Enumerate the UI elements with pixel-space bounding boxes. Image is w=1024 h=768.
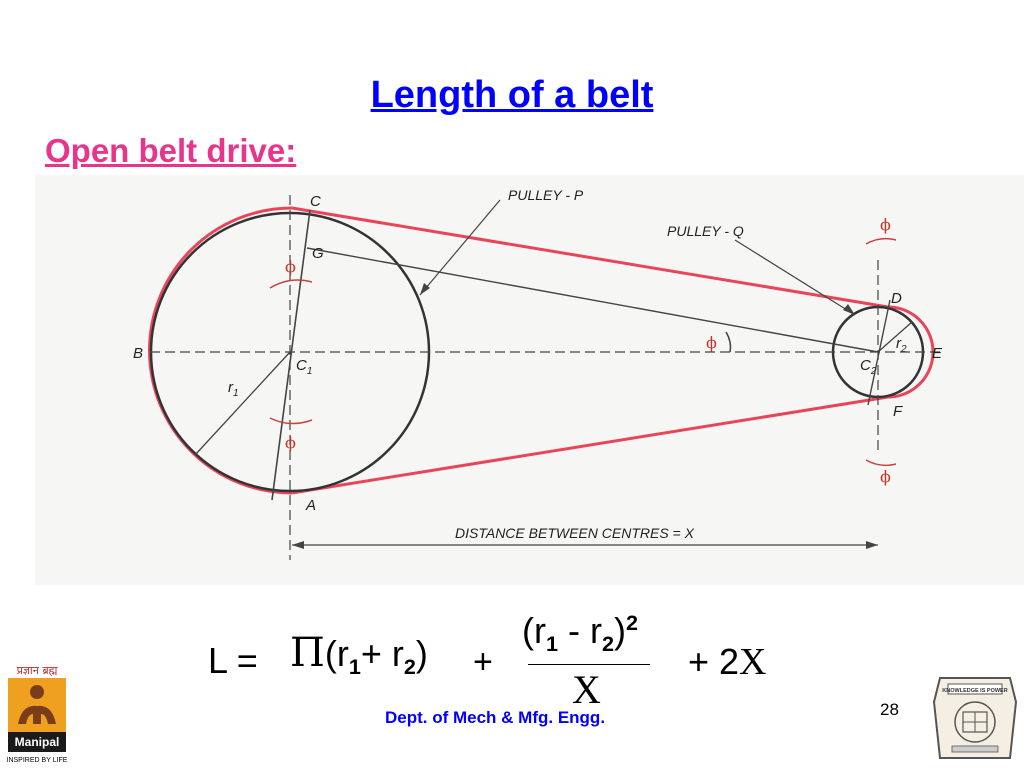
radius-r1 [194,351,291,456]
angle-phi-bottom-p: ϕ [285,433,296,452]
angle-phi-centre: ϕ [706,333,717,352]
point-c1: C1 [296,357,312,377]
distance-label: DISTANCE BETWEEN CENTRES = X [455,525,695,541]
point-d: D [891,290,902,307]
angle-arc-top-p [269,279,313,289]
department-footer: Dept. of Mech & Mfg. Engg. [385,708,606,727]
angle-phi-top-p: ϕ [285,257,296,276]
slide-subtitle: Open belt drive: [45,132,297,169]
angle-arc-top-q [865,237,897,245]
point-c: C [310,193,321,210]
point-a: A [305,497,316,514]
radial-line-p [271,209,311,501]
point-b: B [133,345,143,362]
formula-fraction-numerator: (r1 - r2)2 [522,610,639,657]
radius-r2-label: r2 [896,335,907,355]
angle-arc-centre [725,331,732,353]
formula-term-arc: Π(r1+ r2) [290,630,428,680]
angle-phi-top-q: ϕ [880,215,891,234]
radius-r1-label: r1 [228,379,239,399]
svg-text:Manipal: Manipal [15,735,60,749]
mit-emblem: KNOWLEDGE IS POWER [932,677,1018,759]
leader-pulley-q [734,239,856,316]
svg-text:प्रज्ञान ब्रह्म: प्रज्ञान ब्रह्म [17,664,58,677]
angle-arc-bottom-q [865,459,897,467]
line-g-c2 [306,247,879,353]
leader-pulley-p [419,199,501,296]
pi-symbol: Π [290,630,325,676]
point-f: F [893,403,903,420]
scan-background [35,175,1024,585]
belt-wrap-p [148,206,293,495]
formula-lhs: L = [208,640,258,681]
angle-phi-bottom-q: ϕ [880,467,891,486]
angle-arc-bottom-p [269,417,313,425]
point-g: G [312,245,324,262]
pulley-p-label: PULLEY - P [508,187,584,203]
point-e: E [932,345,943,362]
formula-plus: + [473,643,493,681]
belt-drive-diagram: C G B A D E F C1 C2 r1 r2 PULLEY - P PUL… [35,175,1024,585]
formula-fraction-bar [528,664,650,665]
radial-line-q [867,299,891,406]
slide-title: Length of a belt [370,74,654,116]
belt-bottom-span [291,395,889,495]
svg-text:KNOWLEDGE IS POWER: KNOWLEDGE IS POWER [942,688,1007,694]
formula-term-distance: + 2X [688,641,767,683]
belt-top-span [291,206,889,309]
svg-text:INSPIRED BY LIFE: INSPIRED BY LIFE [7,757,68,764]
pulley-q-label: PULLEY - Q [667,223,744,239]
belt [148,206,935,495]
point-c2: C2 [860,357,877,377]
page-number: 28 [880,700,899,719]
formula-fraction-denominator: X [572,667,601,712]
manipal-logo: प्रज्ञान ब्रह्म Manipal INSPIRED BY LIFE [7,664,68,764]
radius-r2 [877,321,913,353]
